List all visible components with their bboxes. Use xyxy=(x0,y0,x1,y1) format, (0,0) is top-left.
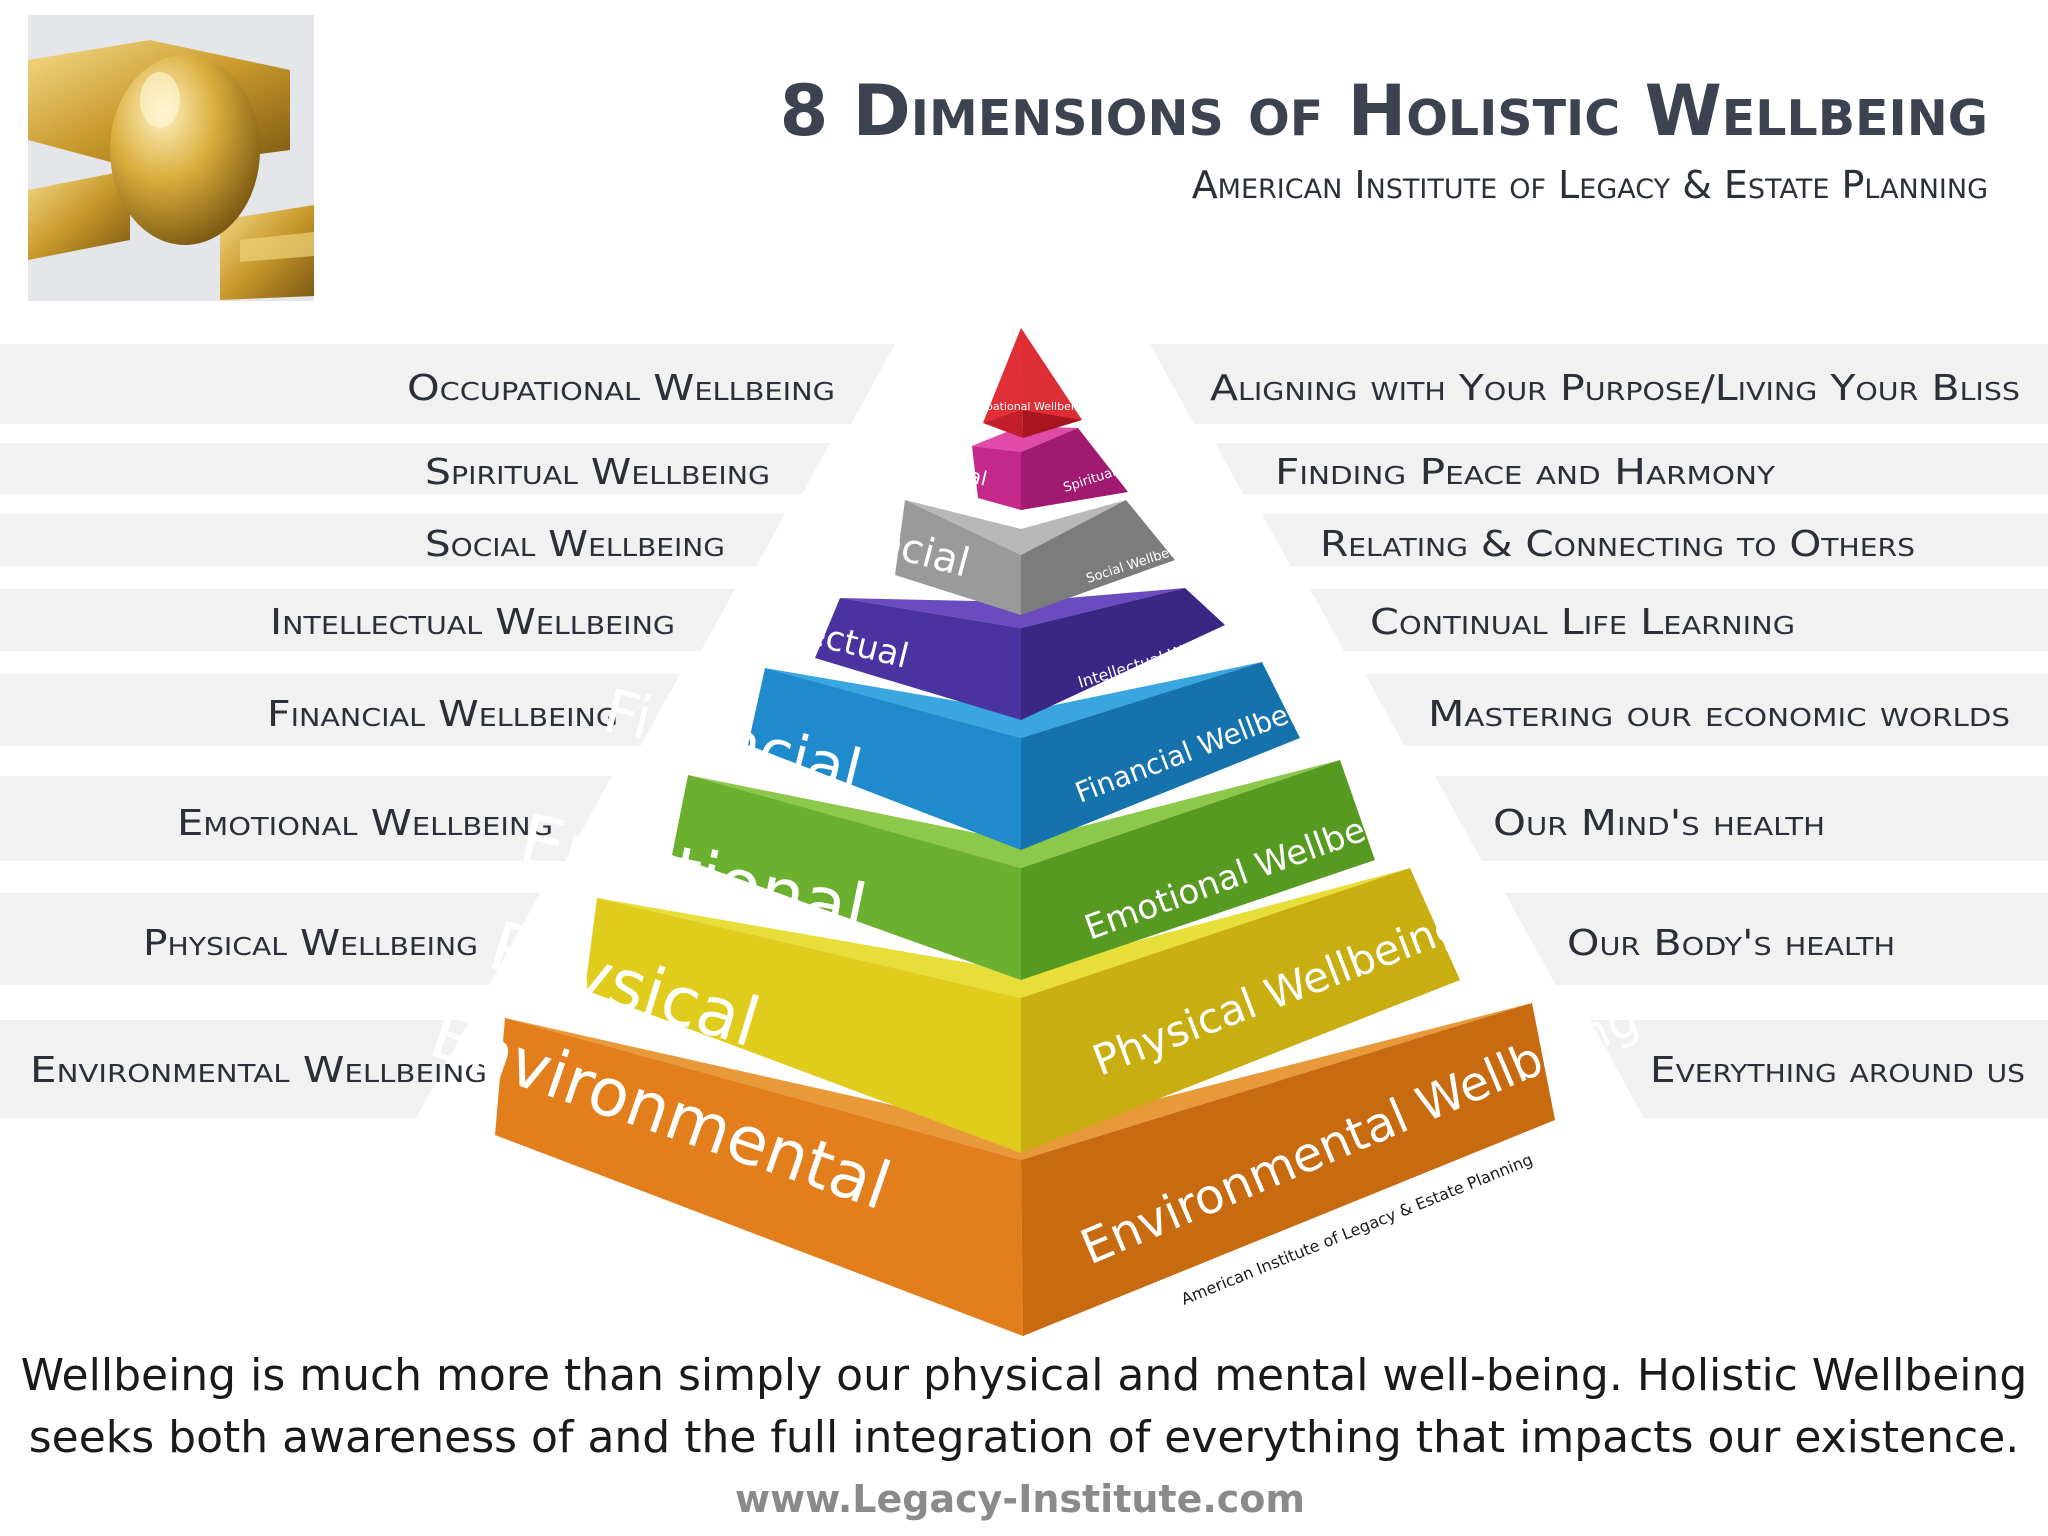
pyramid-tier xyxy=(895,500,1175,615)
right-label: Finding Peace and Harmony xyxy=(1275,452,1776,493)
tier-right-label: Occupational Wellbeing xyxy=(958,400,1088,413)
left-band xyxy=(0,1020,470,1118)
left-label: Intellectual Wellbeing xyxy=(270,602,675,643)
right-band xyxy=(1435,776,2048,861)
left-label: Financial Wellbeing xyxy=(267,694,618,735)
label-bands: Occupational Wellbeing Aligning with Your… xyxy=(0,344,2048,1118)
page-subtitle: American Institute of Legacy & Estate Pl… xyxy=(1192,163,1988,207)
right-label: Our Mind's health xyxy=(1493,803,1825,844)
left-label: Environmental Wellbeing xyxy=(30,1050,487,1091)
pyramid-tier xyxy=(748,662,1300,850)
right-label: Continual Life Learning xyxy=(1370,602,1795,643)
right-label: Our Body's health xyxy=(1567,923,1895,964)
left-label: Occupational Wellbeing xyxy=(407,368,835,409)
website-link[interactable]: www.Legacy-Institute.com xyxy=(735,1477,1305,1521)
pyramid-tier xyxy=(972,426,1128,510)
left-label: Social Wellbeing xyxy=(425,524,725,565)
pyramid-tier xyxy=(495,1003,1555,1336)
pyramid-tier xyxy=(815,588,1225,720)
right-label: Aligning with Your Purpose/Living Your B… xyxy=(1210,368,2020,409)
description-line-2: seeks both awareness of and the full int… xyxy=(29,1412,2020,1463)
left-band xyxy=(0,344,895,424)
left-band xyxy=(0,443,830,494)
left-band xyxy=(0,674,680,746)
left-label: Spiritual Wellbeing xyxy=(425,452,770,493)
description-line-1: Wellbeing is much more than simply our p… xyxy=(21,1350,2028,1401)
pyramid-tier xyxy=(983,328,1082,438)
left-band xyxy=(0,589,735,651)
right-label: Everything around us xyxy=(1650,1050,2025,1091)
right-band xyxy=(1505,893,2048,985)
right-label: Mastering our economic worlds xyxy=(1428,694,2010,735)
right-band xyxy=(1262,514,2048,566)
right-label: Relating & Connecting to Others xyxy=(1320,524,1915,565)
right-band xyxy=(1310,589,2048,651)
right-band xyxy=(1590,1020,2048,1118)
right-band xyxy=(1150,344,2048,424)
left-band xyxy=(0,893,540,985)
left-label: Physical Wellbeing xyxy=(143,923,478,964)
right-band xyxy=(1365,674,2048,746)
right-band xyxy=(1215,443,2048,494)
left-band xyxy=(0,776,612,861)
left-label: Emotional Wellbeing xyxy=(177,803,553,844)
page-title: 8 Dimensions of Holistic Wellbeing xyxy=(780,70,1988,152)
left-band xyxy=(0,514,785,566)
golden-egg-photo xyxy=(28,15,314,301)
